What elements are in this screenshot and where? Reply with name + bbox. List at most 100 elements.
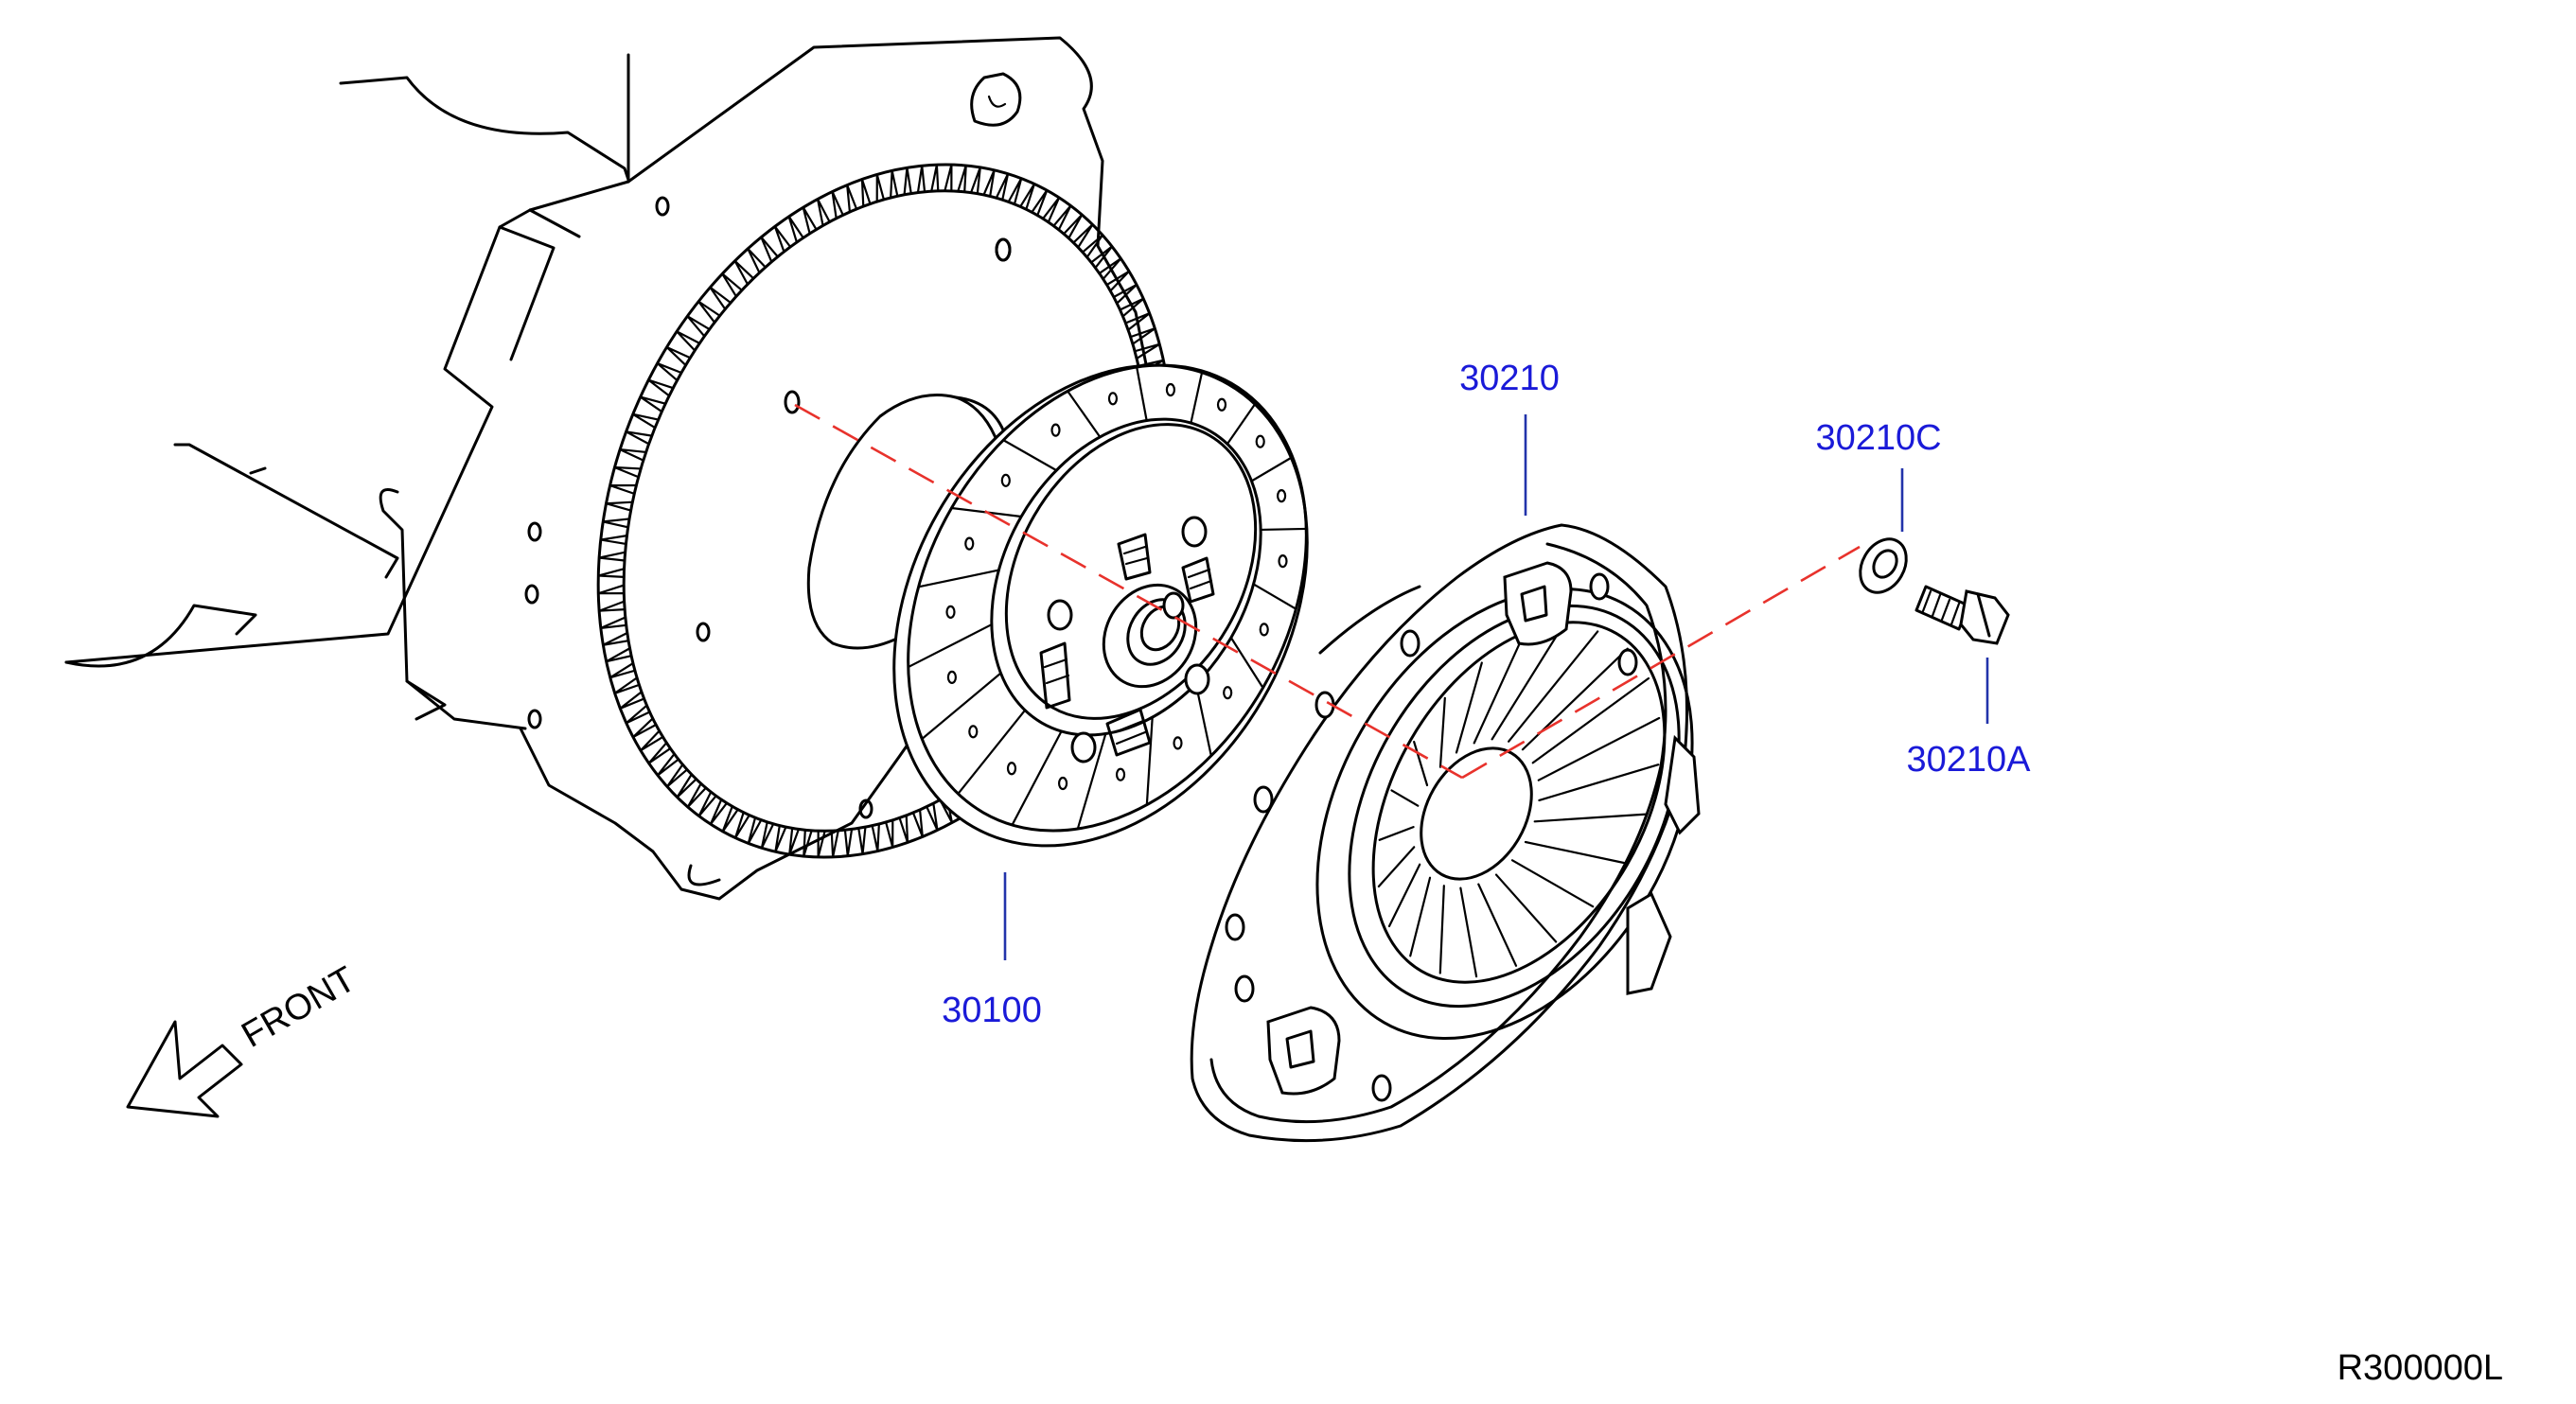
disc-rivet: [1107, 392, 1119, 406]
disc-segment-divider: [1250, 455, 1294, 483]
gear-tooth: [721, 272, 744, 298]
gear-tooth: [709, 799, 729, 826]
gear-tooth: [656, 752, 679, 777]
disc-rivet: [1000, 473, 1011, 487]
disc-segment-divider: [1136, 365, 1148, 422]
gear-tooth: [605, 500, 634, 512]
gear-tooth: [803, 829, 813, 858]
gear-tooth: [1124, 312, 1151, 331]
gear-tooth: [830, 829, 839, 858]
gear-tooth: [1031, 189, 1049, 217]
disc-rivet: [1259, 623, 1269, 637]
clutch-cover: [1190, 523, 1701, 1143]
gear-tooth: [788, 827, 801, 856]
gear-tooth: [1134, 342, 1161, 360]
gear-tooth: [686, 782, 708, 809]
gear-tooth: [747, 816, 763, 845]
gear-tooth: [709, 286, 732, 310]
gear-tooth: [721, 805, 739, 833]
gear-tooth: [1072, 223, 1094, 249]
diaphragm-finger: [1538, 763, 1660, 802]
front-label: FRONT: [236, 959, 362, 1056]
gear-tooth: [1112, 283, 1138, 305]
gear-tooth: [857, 826, 867, 855]
gear-tooth: [613, 465, 643, 479]
disc-rivet: [1050, 423, 1061, 437]
diaphragm-finger: [1438, 885, 1445, 974]
gear-tooth: [1041, 196, 1061, 223]
gear-tooth: [613, 676, 641, 694]
gear-tooth: [1090, 245, 1114, 270]
gear-tooth: [676, 773, 697, 799]
gear-tooth: [1062, 213, 1084, 239]
gear-tooth: [602, 631, 630, 646]
diaphragm-finger: [1459, 886, 1478, 978]
disc-segment-divider: [1145, 716, 1154, 806]
gear-tooth: [631, 717, 658, 739]
gear-tooth: [733, 259, 755, 286]
diaphragm-finger: [1377, 846, 1416, 888]
disc-rivet: [946, 670, 958, 684]
diaphragm-finger: [1477, 883, 1518, 967]
diaphragm-finger: [1390, 789, 1420, 807]
disc-rivet: [1006, 762, 1017, 776]
disc-segment-divider: [1260, 527, 1308, 532]
gear-tooth: [631, 412, 660, 430]
gear-tooth: [665, 763, 689, 788]
diaphragm-finger: [1413, 740, 1429, 787]
diaphragm-finger: [1455, 661, 1483, 754]
disc-segment-divider: [921, 672, 1002, 741]
disc-rivet: [1223, 686, 1233, 700]
gear-tooth: [846, 184, 858, 214]
part-label-clutch-cover[interactable]: 30210: [1459, 359, 1560, 398]
gear-tooth: [843, 828, 854, 857]
diaphragm-finger: [1524, 840, 1625, 865]
part-label-washer[interactable]: 30210C: [1815, 418, 1941, 458]
gear-tooth: [773, 225, 792, 254]
disc-rivet: [1278, 554, 1288, 569]
gear-tooth: [930, 164, 940, 193]
gear-tooth: [802, 206, 818, 235]
gear-tooth: [903, 167, 912, 196]
gear-tooth: [1052, 204, 1072, 232]
disc-rivet: [1173, 736, 1183, 750]
diaphragm-finger: [1387, 863, 1421, 928]
disc-segment-divider: [1229, 636, 1264, 690]
disc-segment-divider: [1011, 729, 1063, 827]
diaphragm-finger: [1510, 859, 1595, 908]
gear-tooth: [598, 551, 626, 562]
disc-segment-divider: [917, 569, 1000, 588]
disc-segment-divider: [907, 623, 993, 669]
gear-tooth: [619, 691, 645, 710]
diaphragm-finger: [1508, 630, 1599, 743]
gear-tooth: [639, 729, 664, 752]
part-label-bolt[interactable]: 30210A: [1906, 740, 2031, 780]
diaphragm-finger: [1531, 676, 1650, 764]
gear-tooth: [597, 584, 626, 595]
gear-tooth: [816, 198, 831, 227]
gear-tooth: [625, 430, 653, 446]
gear-tooth: [944, 163, 953, 192]
gear-tooth: [1129, 327, 1156, 345]
disc-rivet: [968, 725, 979, 739]
gear-tooth: [817, 830, 826, 859]
clutch-disc: [892, 363, 1309, 848]
gear-tooth: [884, 818, 894, 849]
gear-tooth: [733, 811, 750, 839]
diaphragm-finger: [1409, 876, 1432, 957]
part-label-clutch-disc[interactable]: 30100: [942, 991, 1042, 1030]
damper-springs: [1039, 533, 1215, 757]
front-indicator: FRONT: [126, 959, 362, 1118]
gear-tooth: [890, 169, 899, 200]
diaphragm-finger: [1494, 873, 1558, 943]
gear-tooth: [676, 330, 701, 352]
gear-tooth: [625, 704, 651, 725]
gear-tooth: [747, 247, 767, 274]
disc-rivet: [1216, 397, 1227, 412]
gear-tooth: [860, 178, 872, 208]
gear-tooth: [1119, 297, 1145, 318]
disc-segment-divider: [1252, 583, 1297, 610]
gear-tooth: [831, 190, 844, 219]
gear-tooth: [1098, 257, 1122, 281]
